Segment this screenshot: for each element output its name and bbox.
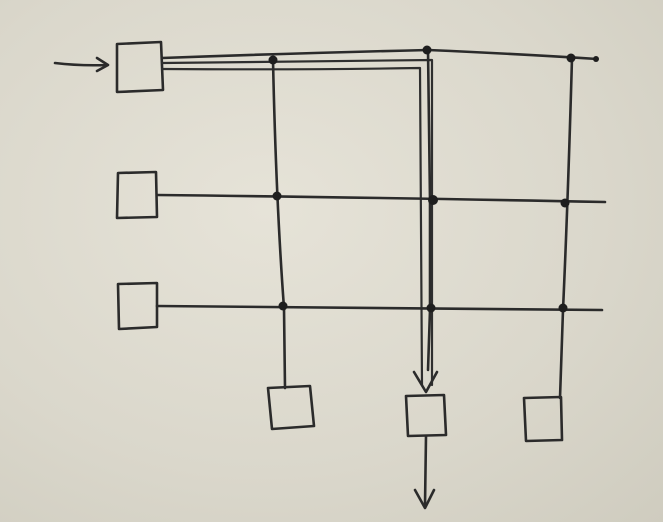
junction-dot [558, 303, 568, 313]
row-3-wire [155, 304, 604, 312]
junction-dots [268, 45, 599, 313]
row-2-wire [155, 193, 607, 204]
top-row-wire [160, 48, 599, 61]
junction-dot [428, 195, 438, 205]
output-box-3 [522, 395, 564, 443]
junction-dot [593, 56, 599, 62]
highlighted-path-inner [160, 66, 424, 387]
junction-dot [560, 198, 570, 208]
junction-dot [268, 55, 278, 65]
highlighted-path-arrowhead [412, 370, 439, 394]
column-2-wire [426, 48, 432, 372]
junction-dot [426, 303, 436, 313]
output-box-2 [404, 393, 448, 438]
input-box-1 [115, 40, 165, 94]
input-box-3 [116, 281, 159, 331]
column-1-wire [271, 58, 287, 390]
exit-arrow [413, 434, 436, 510]
highlighted-path-outer [160, 58, 434, 387]
entry-arrow [53, 56, 110, 73]
input-box-2 [115, 170, 159, 220]
junction-dot [272, 191, 282, 201]
junction-dot [422, 45, 432, 55]
junction-dot [566, 53, 576, 63]
column-3-wire [558, 56, 574, 400]
output-box-1 [266, 384, 316, 431]
junction-dot [278, 301, 288, 311]
